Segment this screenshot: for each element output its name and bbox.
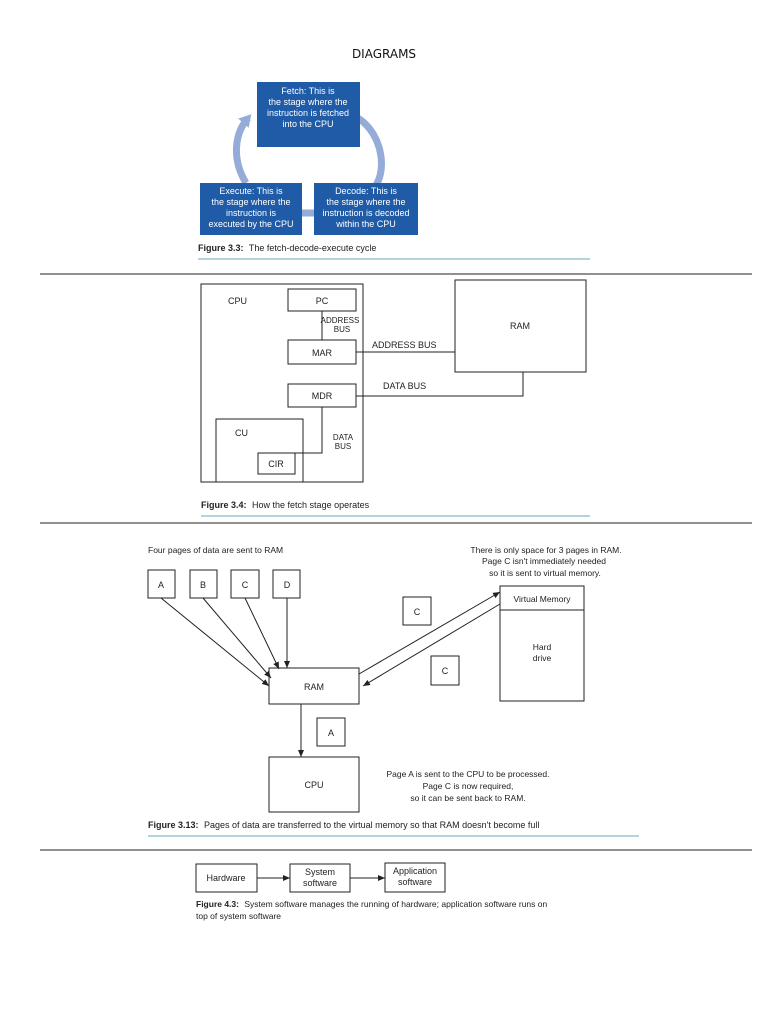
page-label-c: C xyxy=(242,580,249,590)
decode-line-2: the stage where the xyxy=(326,197,405,207)
fetch-box: Fetch: This is the stage where the instr… xyxy=(257,82,360,147)
mdr-cir-connector xyxy=(295,407,323,454)
fig43-caption-line-1: Figure 4.3: System software manages the … xyxy=(196,899,547,909)
mar-label: MAR xyxy=(312,348,333,358)
ram-label: RAM xyxy=(510,321,530,331)
cpu-label: CPU xyxy=(304,780,323,790)
arrow-ram-to-vm xyxy=(358,591,501,675)
figure-3-4 xyxy=(200,279,587,483)
cpu-label: CPU xyxy=(228,296,247,306)
figure-4-3-labels: Hardware System software Application sof… xyxy=(196,866,547,921)
fig313-caption-label: Figure 3.13: xyxy=(148,820,199,830)
figure-3-13 xyxy=(147,569,585,813)
fig33-caption-text: The fetch-decode-execute cycle xyxy=(249,243,377,253)
fig34-caption-label: Figure 3.4: xyxy=(201,500,247,510)
hard-drive-label-1: Hard xyxy=(533,642,552,652)
fig43-caption-label: Figure 4.3: xyxy=(196,899,239,909)
page-c-back-box xyxy=(430,655,460,686)
figure-3-13-labels: Four pages of data are sent to RAM A B C… xyxy=(148,545,622,830)
page-label-d: D xyxy=(284,580,291,590)
cpu-box xyxy=(200,283,364,483)
page-a-box xyxy=(316,717,346,747)
note-bottom-1: Page A is sent to the CPU to be processe… xyxy=(386,769,549,779)
cir-box xyxy=(257,452,296,475)
virtual-memory-label: Virtual Memory xyxy=(514,594,572,604)
note-bottom-3: so it can be sent back to RAM. xyxy=(410,793,525,803)
data-bus-label: DATA BUS xyxy=(383,381,426,391)
execute-box: Execute: This is the stage where the ins… xyxy=(200,183,302,235)
figure-3-4-labels: CPU PC ADDRESS BUS MAR ADDRESS BUS RAM D… xyxy=(201,296,530,510)
page-c-out-label: C xyxy=(414,607,421,617)
decode-line-1: Decode: This is xyxy=(335,186,397,196)
execute-line-3: instruction is xyxy=(226,208,277,218)
note-bottom-2: Page C is now required, xyxy=(423,781,514,791)
hardware-label: Hardware xyxy=(206,873,245,883)
fetch-line-3: instruction is fetched xyxy=(267,108,349,118)
fig43-caption-line-2: top of system software xyxy=(196,911,281,921)
page-c-back-label: C xyxy=(442,666,449,676)
data-bus-inner-label-2: BUS xyxy=(335,442,351,451)
execute-line-4: executed by the CPU xyxy=(208,219,293,229)
fig43-caption-text-1: System software manages the running of h… xyxy=(244,899,547,909)
arrow-c-to-ram xyxy=(244,597,280,670)
fig33-caption: Figure 3.3: The fetch-decode-execute cyc… xyxy=(198,243,376,253)
data-bus-line xyxy=(356,372,524,397)
arrow-b-to-ram xyxy=(202,597,272,679)
decode-box: Decode: This is the stage where the inst… xyxy=(314,183,418,235)
cycle-arrow-left xyxy=(232,114,252,185)
fig313-caption: Figure 3.13: Pages of data are transferr… xyxy=(148,820,539,830)
page-a-label: A xyxy=(328,728,334,738)
page-c-out-box xyxy=(402,596,432,626)
address-bus-inner-label-1: ADDRESS xyxy=(321,316,360,325)
page-label-a: A xyxy=(158,580,164,590)
fig34-caption: Figure 3.4: How the fetch stage operates xyxy=(201,500,370,510)
pc-label: PC xyxy=(316,296,329,306)
decode-line-3: instruction is decoded xyxy=(322,208,409,218)
fig33-caption-label: Figure 3.3: xyxy=(198,243,244,253)
address-bus-inner-label-2: BUS xyxy=(334,325,350,334)
figure-3-3: Fetch: This is the stage where the instr… xyxy=(198,82,590,260)
fig34-caption-text: How the fetch stage operates xyxy=(252,500,370,510)
system-software-label-1: System xyxy=(305,867,335,877)
note-top-3: so it is sent to virtual memory. xyxy=(489,568,601,578)
address-bus-label: ADDRESS BUS xyxy=(372,340,437,350)
figure-4-3 xyxy=(195,862,446,893)
application-software-label-2: software xyxy=(398,877,432,887)
fetch-line-4: into the CPU xyxy=(282,119,333,129)
fig313-caption-text: Pages of data are transferred to the vir… xyxy=(204,820,539,830)
fetch-line-1: Fetch: This is xyxy=(281,86,335,96)
mdr-label: MDR xyxy=(312,391,333,401)
cycle-arrow-right xyxy=(355,115,385,193)
execute-line-1: Execute: This is xyxy=(219,186,283,196)
fig313-intro: Four pages of data are sent to RAM xyxy=(148,545,283,555)
ram-box xyxy=(454,279,587,373)
cu-label: CU xyxy=(235,428,248,438)
fetch-line-2: the stage where the xyxy=(268,97,347,107)
arrow-vm-to-ram xyxy=(362,603,501,687)
cir-label: CIR xyxy=(268,459,284,469)
note-top-2: Page C isn't immediately needed xyxy=(482,556,606,566)
hard-drive-label-2: drive xyxy=(533,653,552,663)
page-label-b: B xyxy=(200,580,206,590)
page-title: DIAGRAMS xyxy=(351,47,417,61)
decode-line-4: within the CPU xyxy=(335,219,396,229)
application-software-label-1: Application xyxy=(393,866,437,876)
virtual-memory-box xyxy=(499,585,585,702)
ram-label: RAM xyxy=(304,682,324,692)
execute-line-2: the stage where the xyxy=(211,197,290,207)
note-top-1: There is only space for 3 pages in RAM. xyxy=(470,545,621,555)
data-bus-inner-label-1: DATA xyxy=(333,433,354,442)
cu-box xyxy=(215,418,304,483)
arrow-a-to-ram xyxy=(160,597,270,687)
cpu-box xyxy=(268,756,360,813)
system-software-label-2: software xyxy=(303,878,337,888)
